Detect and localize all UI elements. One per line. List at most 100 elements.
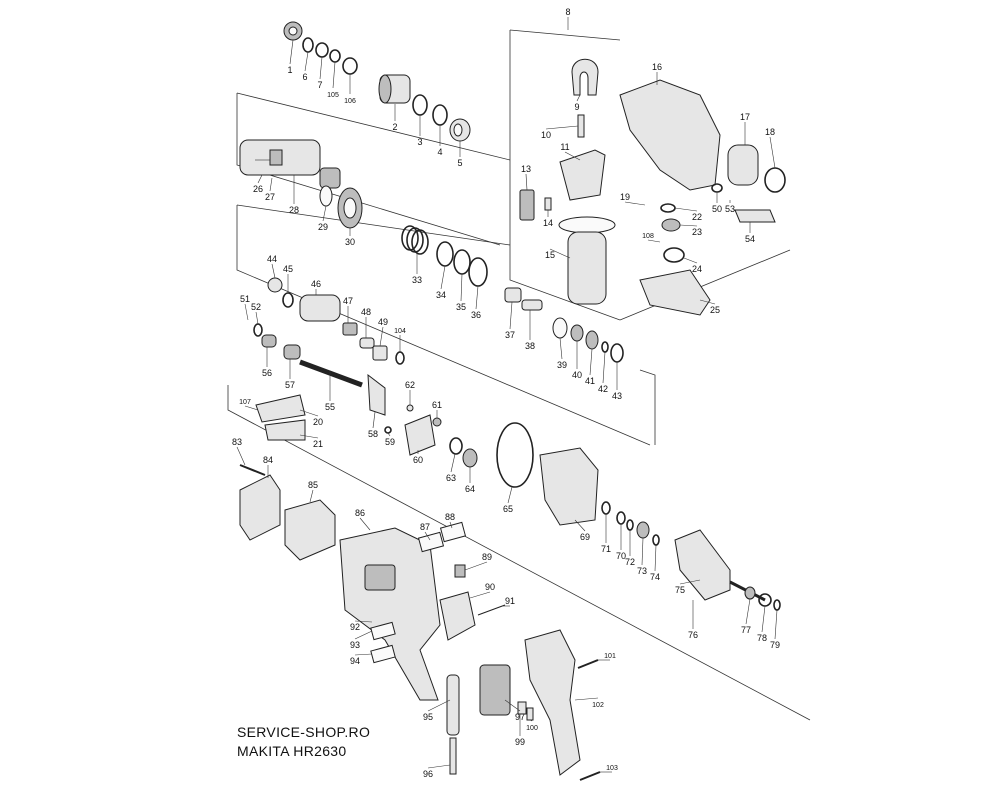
- part-label-93: 93: [350, 640, 360, 650]
- part-label-6: 6: [302, 72, 307, 82]
- leader-line-7: [319, 56, 323, 80]
- leader-line-90: [469, 591, 491, 599]
- part-30-gear: [337, 187, 363, 229]
- part-63-washer: [449, 437, 463, 455]
- part-36-ring: [468, 257, 488, 287]
- part-label-36: 36: [471, 310, 481, 320]
- leader-line-52: [255, 311, 259, 325]
- part-95-cord-guard: [446, 674, 460, 736]
- footer-model-name: MAKITA HR2630: [237, 743, 347, 759]
- part-label-103: 103: [606, 765, 618, 772]
- part-label-57: 57: [285, 380, 295, 390]
- leader-line-13: [525, 173, 528, 191]
- part-77-bearing: [744, 586, 756, 600]
- part-20-lever: [255, 394, 306, 423]
- part-83-screw: [239, 464, 266, 476]
- part-label-15: 15: [545, 250, 555, 260]
- part-label-30: 30: [345, 237, 355, 247]
- group-frames: [227, 29, 811, 721]
- part-61-bearing: [432, 417, 442, 427]
- part-label-70: 70: [616, 551, 626, 561]
- leader-line-88: [449, 521, 453, 529]
- part-label-101: 101: [604, 653, 616, 660]
- part-label-20: 20: [313, 417, 323, 427]
- part-label-2: 2: [392, 122, 397, 132]
- part-label-58: 58: [368, 429, 378, 439]
- leader-line-86: [359, 517, 371, 531]
- part-50-washer: [711, 183, 723, 193]
- part-74-ring: [652, 534, 660, 546]
- part-label-13: 13: [521, 164, 531, 174]
- leader-line-22: [674, 207, 698, 212]
- part-label-107: 107: [239, 399, 251, 406]
- part-label-83: 83: [232, 437, 242, 447]
- part-73-bearing: [636, 521, 650, 539]
- leader-line-73: [641, 537, 644, 566]
- part-3-washer: [412, 94, 428, 116]
- part-102-handle-cover: [524, 629, 581, 776]
- leader-line-83: [236, 446, 246, 466]
- part-label-90: 90: [485, 582, 495, 592]
- leader-line-77: [745, 598, 751, 625]
- part-label-24: 24: [692, 264, 702, 274]
- part-35-ring: [453, 249, 471, 275]
- leader-line-27: [269, 177, 273, 192]
- part-label-21: 21: [313, 439, 323, 449]
- part-label-102: 102: [592, 702, 604, 709]
- leader-line-10: [545, 125, 579, 130]
- part-label-61: 61: [432, 400, 442, 410]
- part-label-74: 74: [650, 572, 660, 582]
- leader-line-25: [699, 299, 716, 305]
- part-label-26: 26: [253, 184, 263, 194]
- leader-line-42: [602, 351, 606, 384]
- leader-line-49: [379, 326, 384, 347]
- leader-line-74: [654, 544, 657, 572]
- part-label-27: 27: [265, 192, 275, 202]
- part-label-75: 75: [675, 585, 685, 595]
- part-label-54: 54: [745, 234, 755, 244]
- leader-line-19: [624, 201, 646, 206]
- leader-line-78: [761, 605, 766, 633]
- part-label-73: 73: [637, 566, 647, 576]
- leader-line-36: [475, 285, 479, 310]
- leader-line-85: [309, 489, 314, 503]
- part-label-9: 9: [574, 102, 579, 112]
- part-label-95: 95: [423, 712, 433, 722]
- leader-lines: [236, 17, 778, 773]
- part-24-ring: [663, 247, 685, 263]
- leader-line-92: [354, 620, 373, 623]
- part-label-51: 51: [240, 294, 250, 304]
- part-label-10: 10: [541, 130, 551, 140]
- part-number-labels: 1234567891011131415161718192021222324252…: [232, 7, 780, 779]
- part-label-97: 97: [515, 712, 525, 722]
- part-44-striker: [267, 277, 283, 293]
- part-label-89: 89: [482, 552, 492, 562]
- part-45-oring: [282, 292, 294, 308]
- part-label-47: 47: [343, 296, 353, 306]
- leader-line-79: [774, 609, 778, 640]
- part-label-104: 104: [394, 328, 406, 335]
- part-69-bracket: [539, 447, 599, 526]
- leader-line-41: [589, 348, 593, 376]
- part-label-34: 34: [436, 290, 446, 300]
- part-label-33: 33: [412, 275, 422, 285]
- part-97-switch: [479, 664, 511, 716]
- part-103-screw: [579, 771, 601, 781]
- part-label-23: 23: [692, 227, 702, 237]
- part-22-oring: [660, 203, 676, 213]
- part-59-ring: [384, 426, 392, 434]
- leader-line-58: [372, 411, 376, 429]
- part-75-armature: [674, 529, 731, 601]
- leader-line-29: [322, 205, 327, 222]
- part-label-78: 78: [757, 633, 767, 643]
- part-58-arm: [367, 373, 386, 416]
- part-label-99: 99: [515, 737, 525, 747]
- part-label-53: 53: [725, 204, 735, 214]
- part-91-wire: [477, 604, 506, 616]
- leader-line-89: [464, 561, 488, 571]
- part-label-22: 22: [692, 212, 702, 222]
- part-label-79: 79: [770, 640, 780, 650]
- part-55-shaft: [299, 359, 363, 388]
- part-42-ring: [601, 341, 609, 353]
- part-label-60: 60: [413, 455, 423, 465]
